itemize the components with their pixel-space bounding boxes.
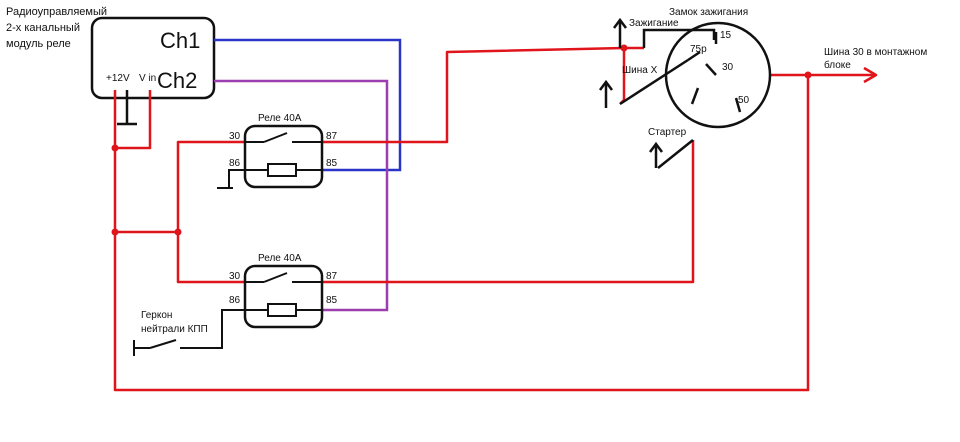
ignition-pin50: 50: [738, 95, 750, 106]
purple-wire-ch2: [214, 79, 389, 312]
module-ch2-label: Ch2: [157, 68, 197, 93]
lock-wires: [599, 17, 716, 169]
red-junctions: [111, 44, 812, 236]
reed-label-line-2: нейтрали КПП: [141, 324, 208, 335]
red-wire-starter: [322, 140, 695, 284]
reed-switch: [133, 339, 177, 356]
blue-wire-ch1: [214, 38, 402, 172]
bus30-label-line-1: Шина 30 в монтажном: [824, 47, 927, 58]
relay-bottom-pin30: 30: [229, 271, 241, 282]
relay-top-pin85: 85: [326, 158, 338, 169]
relay-top-pin30: 30: [229, 131, 241, 142]
bus30-label-line-2: блоке: [824, 59, 851, 71]
red-wire-vin: [115, 90, 152, 150]
red-wire-bus-x: [619, 48, 626, 105]
junction-dot: [111, 144, 119, 152]
module-vin-label: V in: [139, 73, 156, 84]
starter-wire: [657, 139, 694, 169]
junction-dot: [174, 228, 182, 236]
ignition-pin15: 15: [720, 30, 732, 41]
module-title-line-3: модуль реле: [6, 38, 71, 50]
relay-bottom-pin86: 86: [229, 295, 241, 306]
junction-dot: [620, 44, 628, 52]
relay-top-title: Реле 40A: [258, 113, 302, 124]
junction-dot: [111, 228, 119, 236]
red-wiring: [113, 46, 878, 392]
module-title-line-2: 2-х канальный: [6, 22, 80, 34]
module-title-line-1: Радиоуправляемый: [6, 6, 107, 18]
bus-x-wire: [619, 58, 689, 106]
ignition-label: Зажигание: [629, 18, 679, 29]
relay-bottom: Реле 40A 30 87 86 85: [180, 253, 338, 349]
relay-bottom-coil: [267, 303, 297, 317]
bus-x-label: Шина Х: [622, 65, 658, 76]
red-wire-12v-main: [113, 75, 810, 392]
starter-label: Стартер: [648, 127, 687, 138]
relay-bottom-title: Реле 40A: [258, 253, 302, 264]
ignition-lock: Замок зажигания 15 75р 30 50: [664, 7, 772, 129]
bus30-arrowhead: [863, 66, 878, 84]
module-box: [90, 16, 216, 100]
relay-top-pin86: 86: [229, 158, 241, 169]
reed-label-line-1: Геркон: [141, 310, 172, 321]
relay-top: Реле 40A 30 87 86 85: [217, 113, 338, 189]
red-wire-ignition: [322, 46, 644, 144]
relay-bottom-reed-wire: [180, 309, 245, 349]
relay-bottom-pin85: 85: [326, 295, 338, 306]
module-ground: [117, 90, 137, 126]
relay-top-pin87: 87: [326, 131, 338, 142]
module-12v-label: +12V: [106, 73, 130, 84]
junction-dot: [804, 71, 812, 79]
relay-bottom-pin87: 87: [326, 271, 338, 282]
ignition-pin75r: 75р: [690, 44, 707, 55]
relay-top-ground: [228, 169, 245, 188]
ignition-wire: [642, 28, 716, 48]
ignition-lock-body: [664, 21, 772, 129]
radio-module: Радиоуправляемый 2-х канальный модуль ре…: [6, 6, 216, 100]
module-ch1-label: Ch1: [160, 28, 200, 53]
red-wire-relay-feed: [176, 140, 245, 284]
relay-top-coil: [267, 163, 297, 177]
ignition-pin30: 30: [722, 62, 734, 73]
ignition-lock-title: Замок зажигания: [669, 7, 748, 18]
